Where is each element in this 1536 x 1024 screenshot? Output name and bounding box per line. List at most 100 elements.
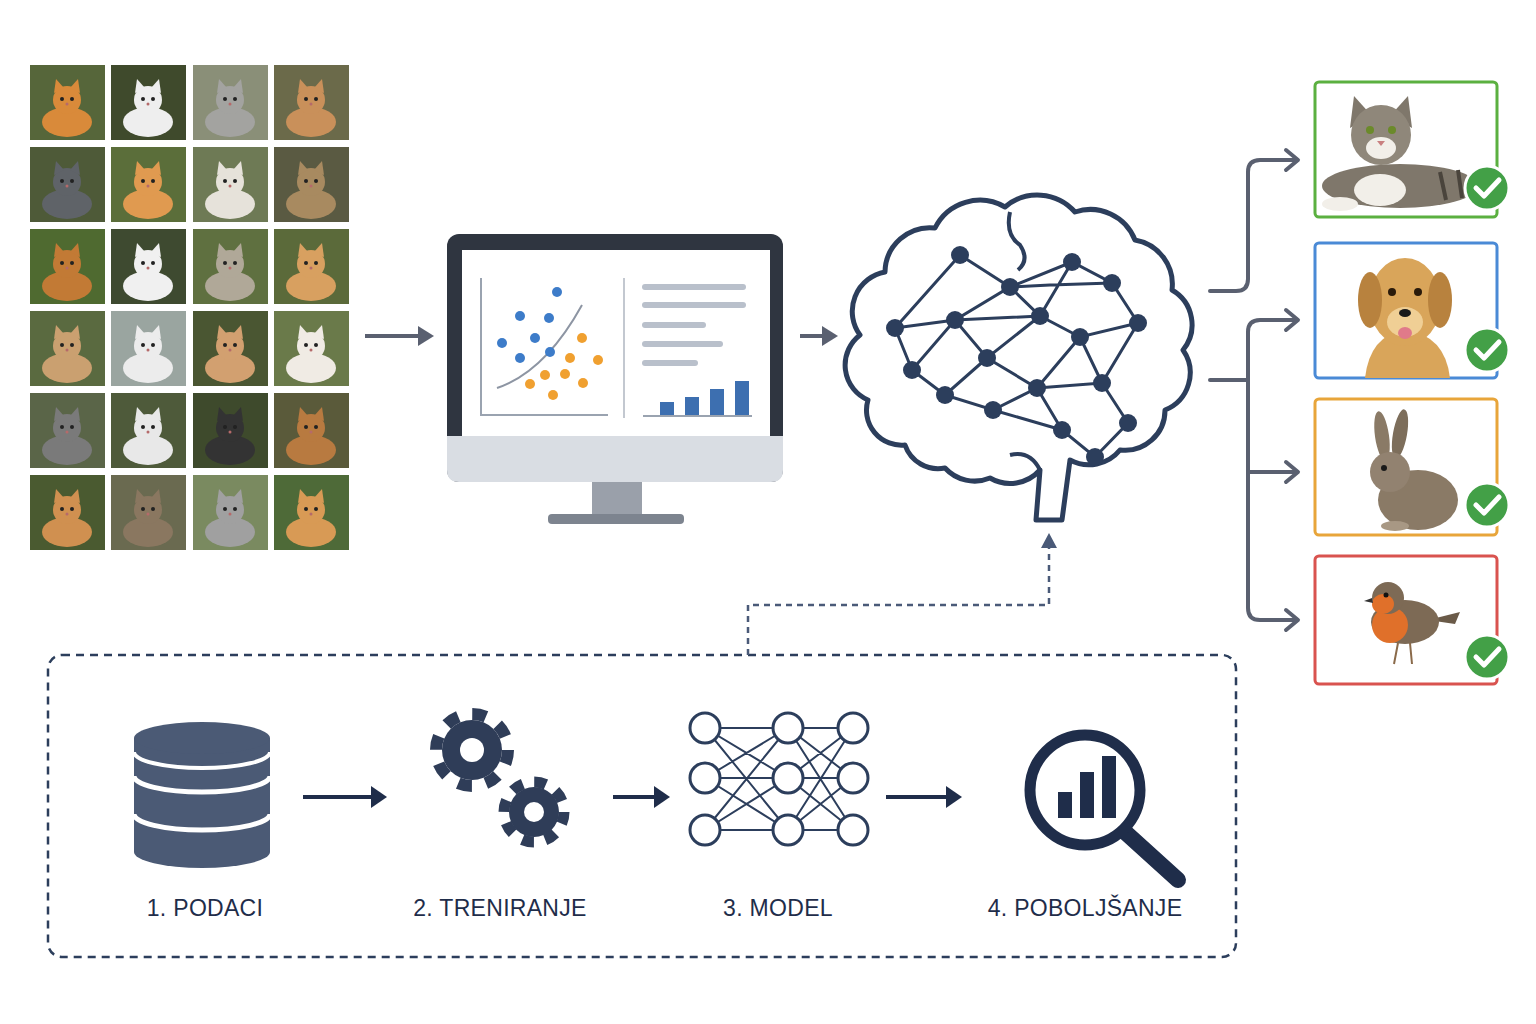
monitor-base [548, 514, 684, 524]
branch-line [1210, 378, 1248, 382]
cat-nose [1377, 141, 1385, 146]
decision-curve [497, 305, 582, 388]
gear-body [509, 787, 559, 837]
photo-tile [111, 65, 186, 140]
text-line [645, 360, 695, 366]
network-node [1119, 414, 1137, 432]
process-step: 2. TRENIRANJE [395, 715, 605, 935]
data-point [497, 338, 507, 348]
dog-eye [1388, 288, 1396, 296]
dog-tongue [1398, 327, 1412, 339]
photo-tile [111, 393, 186, 468]
monitor-screen [462, 250, 770, 436]
connector-line [886, 795, 952, 799]
arrow-head [1286, 150, 1298, 170]
flow-arrow [613, 786, 670, 808]
photo-tile [193, 147, 268, 222]
text-line [645, 302, 743, 308]
neuron [838, 713, 868, 743]
neuron [690, 763, 720, 793]
dog-ear [1358, 272, 1382, 328]
flow-arrow [303, 786, 387, 808]
blue-points [497, 287, 562, 363]
photo-tile [111, 475, 186, 550]
photo-tile [274, 229, 349, 304]
network-node [1071, 328, 1089, 346]
bar-chart [660, 381, 749, 416]
network-neurons [690, 713, 868, 845]
neural-network-icon [690, 713, 868, 845]
data-point [545, 347, 555, 357]
network-node [984, 401, 1002, 419]
network-node [1103, 274, 1121, 292]
arrow-head [1286, 610, 1298, 630]
arrow-head [418, 326, 434, 346]
data-point [544, 313, 554, 323]
cat-photo [42, 161, 92, 219]
bar [685, 397, 699, 416]
rabbit-ear [1389, 408, 1411, 460]
network-node [1063, 253, 1081, 271]
photo-tile [30, 311, 105, 386]
photo-tile [111, 229, 186, 304]
cat-chest [1354, 174, 1406, 206]
gear-body [442, 720, 502, 780]
bird-legs [1394, 643, 1412, 664]
text-line [645, 341, 720, 347]
photo-tile [30, 65, 105, 140]
monitor-chin [447, 436, 783, 482]
screen-divider [623, 278, 625, 418]
network-node [1093, 374, 1111, 392]
data-point [525, 379, 535, 389]
network-node [1001, 278, 1019, 296]
cat-photo [286, 79, 336, 137]
gear-teeth [436, 714, 508, 786]
photo-tile [274, 65, 349, 140]
chart-axis [643, 415, 752, 417]
photo-tile [274, 475, 349, 550]
monitor-bezel [447, 234, 783, 482]
check-mark [1476, 497, 1499, 513]
bar [735, 381, 749, 416]
neuron [773, 713, 803, 743]
photo-tile [30, 147, 105, 222]
bird-eye [1384, 593, 1389, 598]
neuron [690, 815, 720, 845]
text-line [645, 322, 703, 328]
photo-tile [111, 311, 186, 386]
data-point [593, 355, 603, 365]
network-node [936, 386, 954, 404]
data-point [548, 390, 558, 400]
check-mark [1476, 180, 1499, 196]
connector-line [303, 795, 377, 799]
text-lines [645, 287, 743, 363]
photo-tile [274, 147, 349, 222]
monitor-neck [592, 482, 642, 516]
connector-line [613, 795, 660, 799]
network-node [951, 246, 969, 264]
rabbit-paw [1381, 521, 1409, 531]
check-mark [1476, 649, 1499, 665]
network-node [946, 311, 964, 329]
data-point [540, 370, 550, 380]
text-line [645, 284, 743, 290]
brain-network [845, 195, 1192, 520]
feedback-line [748, 545, 1049, 655]
check-badge [1465, 635, 1509, 679]
photo-tile [30, 475, 105, 550]
step-label: 3. MODEL [678, 895, 878, 922]
cat-photo [205, 161, 255, 219]
gears-icon [436, 714, 564, 842]
computer-monitor [447, 234, 783, 524]
cat-muzzle [1366, 137, 1396, 159]
orange-points [525, 333, 603, 400]
arrow-head [371, 786, 387, 808]
neuron [690, 713, 720, 743]
network-links [705, 728, 853, 830]
neuron [838, 763, 868, 793]
cat-paw [1322, 197, 1358, 211]
network-node [978, 349, 996, 367]
network-node [886, 319, 904, 337]
bar [1058, 792, 1072, 818]
